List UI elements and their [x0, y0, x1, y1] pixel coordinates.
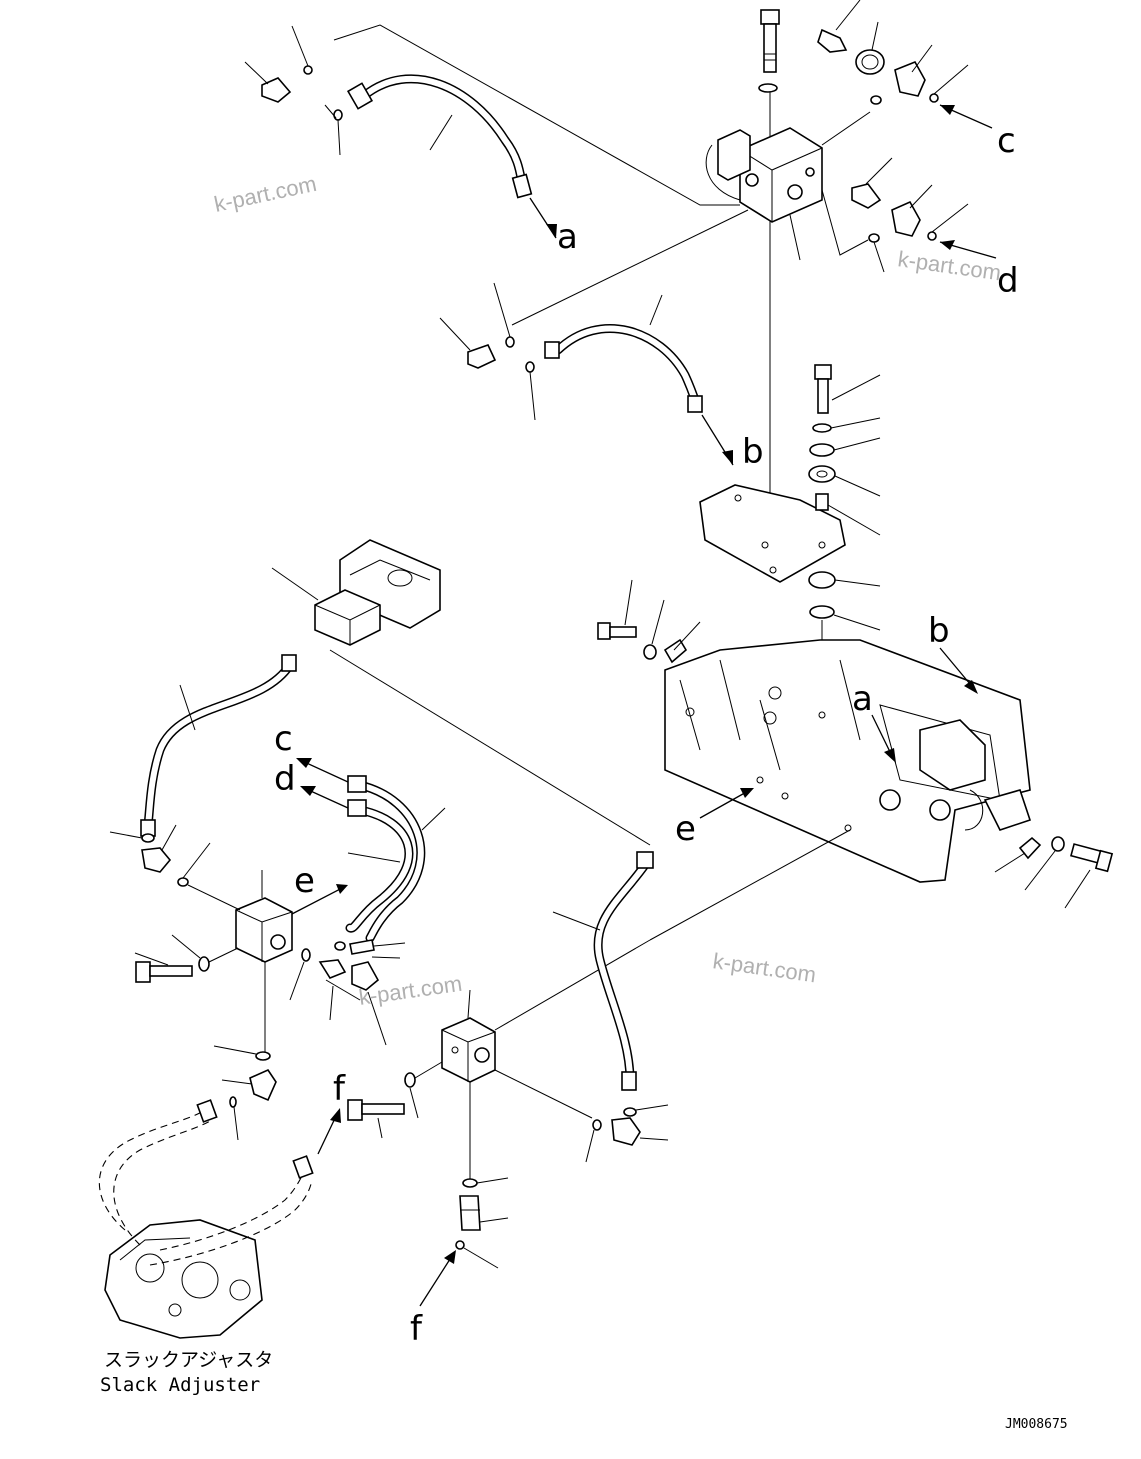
machine-frame [664, 639, 1032, 883]
mounting-plate [699, 364, 881, 715]
upper-valve-assembly [244, 0, 997, 715]
label-b-right: b [928, 611, 950, 651]
frame-bolt-right [994, 836, 1114, 909]
label-c-upper: c [997, 121, 1016, 161]
label-f-upper: f [333, 1069, 346, 1109]
hose-a [244, 25, 557, 239]
label-d-upper: d [997, 261, 1019, 301]
watermark-1: k-part.com [212, 171, 319, 217]
hose-right-long [552, 851, 669, 1163]
hose-b [439, 282, 734, 466]
slack-adjuster [98, 1099, 341, 1339]
watermark-3: k-part.com [711, 948, 817, 987]
caption-english: Slack Adjuster [100, 1374, 260, 1396]
solenoid-valve-block [705, 127, 823, 223]
label-e-right: e [675, 809, 696, 849]
fittings-c [817, 0, 993, 129]
drawing-code: JM008675 [1005, 1417, 1068, 1432]
watermark-2: k-part.com [896, 246, 1002, 285]
label-e-left: e [294, 861, 315, 901]
left-valve-assembly [271, 539, 651, 846]
hose-left-long [109, 654, 297, 887]
label-d-left: d [274, 759, 296, 799]
left-block [134, 870, 311, 1141]
frame-bolt-left [597, 579, 701, 664]
bolt-shank [763, 23, 777, 73]
fittings-d [851, 157, 997, 273]
label-c-left: c [274, 719, 293, 759]
middle-fittings [318, 939, 406, 1046]
bolt-head [760, 9, 780, 25]
caption-japanese: スラックアジャスタ [104, 1349, 273, 1371]
label-a-upper: a [557, 217, 578, 257]
washer [758, 83, 778, 93]
label-b-upper: b [742, 432, 764, 472]
label-f-lower: f [410, 1309, 423, 1349]
hoses-c-d [289, 758, 446, 943]
label-a-right: a [852, 679, 873, 719]
right-block [347, 829, 851, 1307]
